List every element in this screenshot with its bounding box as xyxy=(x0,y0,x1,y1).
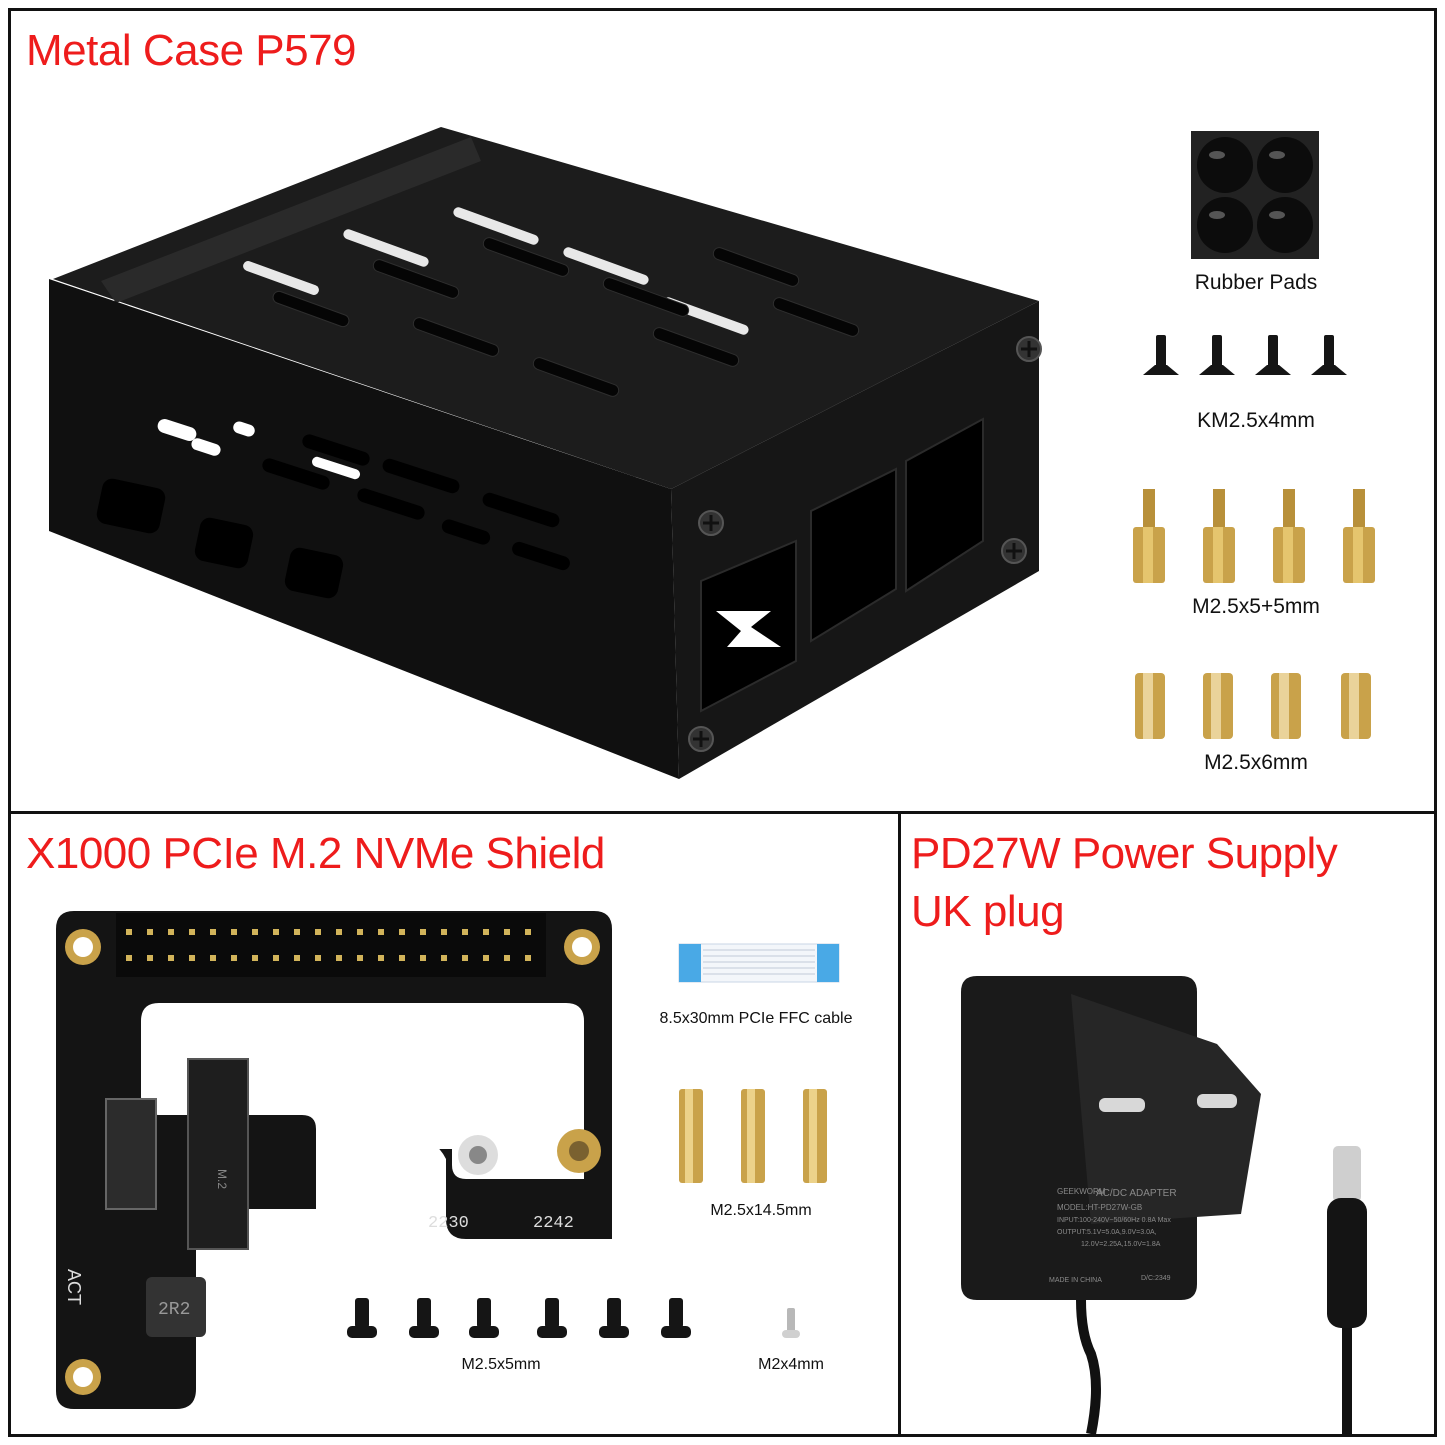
header-pin xyxy=(378,929,384,935)
m25x14-5-standoffs-image xyxy=(671,1386,672,1387)
header-pin xyxy=(294,955,300,961)
power-panel: PD27W Power Supply UK plug GEEKWORM AC/D… xyxy=(898,811,1437,1437)
header-pin xyxy=(378,955,384,961)
slot-2242-text: 2242 xyxy=(533,1214,574,1233)
m2x4-screw-image xyxy=(782,1308,800,1338)
adapter-output2-text: 12.0V=2.25A,15.0V=1.8A xyxy=(1081,1241,1161,1248)
header-pin xyxy=(147,929,153,935)
header-pin xyxy=(147,955,153,961)
svg-text:M.2: M.2 xyxy=(215,1169,229,1189)
adapter-date-text: D/C:2349 xyxy=(1141,1275,1171,1282)
metal-case-image xyxy=(49,127,1042,779)
header-pin xyxy=(525,955,531,961)
header-pin xyxy=(252,929,258,935)
header-pin xyxy=(525,929,531,935)
header-pin xyxy=(273,955,279,961)
case-title: Metal Case P579 xyxy=(26,26,357,75)
header-pin xyxy=(462,955,468,961)
header-pin xyxy=(483,955,489,961)
rubber-pads-image xyxy=(1191,131,1319,259)
km25x4-screws-image xyxy=(1143,335,1347,375)
header-pin xyxy=(126,929,132,935)
rubber-pads-label: Rubber Pads xyxy=(1194,271,1318,294)
header-pin xyxy=(189,955,195,961)
x1000-board-image: M.2 2230 2242 ACT 2R2 xyxy=(56,911,612,1409)
header-pin xyxy=(231,955,237,961)
header-pin xyxy=(504,955,510,961)
header-pin xyxy=(420,929,426,935)
case-panel: Metal Case P579 xyxy=(8,8,1437,814)
inductor-text: 2R2 xyxy=(158,1300,190,1320)
m25x5-5-standoffs-image xyxy=(1133,489,1375,583)
slot-2230-text: 2230 xyxy=(428,1214,469,1233)
m25x14-5-label: M2.5x14.5mm xyxy=(710,1202,812,1219)
header-pin xyxy=(252,955,258,961)
m25x5-5-label: M2.5x5+5mm xyxy=(1192,595,1320,618)
shield-panel: X1000 PCIe M.2 NVMe Shield M.2 2230 2242… xyxy=(8,811,901,1437)
power-title-line1: PD27W Power Supply xyxy=(911,829,1338,878)
adapter-heading-text: AC/DC ADAPTER xyxy=(1096,1188,1177,1199)
m25x6-inserts-image xyxy=(1135,673,1371,739)
header-pin xyxy=(315,929,321,935)
power-title-line2: UK plug xyxy=(911,887,1065,936)
header-pin xyxy=(315,955,321,961)
header-pin xyxy=(441,929,447,935)
header-pin xyxy=(210,955,216,961)
km25x4-label: KM2.5x4mm xyxy=(1197,409,1315,432)
header-pin xyxy=(483,929,489,935)
header-pin xyxy=(441,955,447,961)
adapter-output1-text: OUTPUT:5.1V=5.0A,9.0V=3.0A, xyxy=(1057,1229,1157,1236)
m2x4-label: M2x4mm xyxy=(758,1356,824,1373)
header-pin xyxy=(168,955,174,961)
m25x6-label: M2.5x6mm xyxy=(1204,751,1308,774)
header-pin xyxy=(504,929,510,935)
shield-title: X1000 PCIe M.2 NVMe Shield xyxy=(26,829,605,878)
ffc-cable-label: 8.5x30mm PCIe FFC cable xyxy=(659,1010,853,1027)
header-pin xyxy=(273,929,279,935)
header-pin xyxy=(189,929,195,935)
header-pin xyxy=(294,929,300,935)
m25x5-screws-image xyxy=(347,1298,691,1338)
header-pin xyxy=(336,955,342,961)
m25x5-label: M2.5x5mm xyxy=(461,1356,541,1373)
act-led-text: ACT xyxy=(64,1269,84,1305)
header-pin xyxy=(168,929,174,935)
power-adapter-image: GEEKWORM AC/DC ADAPTER MODEL:HT-PD27W-GB… xyxy=(961,976,1367,1435)
adapter-model-text: MODEL:HT-PD27W-GB xyxy=(1057,1203,1142,1212)
m25x14-5-standoffs-graphic xyxy=(679,1089,827,1183)
ffc-cable-image xyxy=(678,943,840,983)
header-pin xyxy=(462,929,468,935)
header-pin xyxy=(336,929,342,935)
header-pin xyxy=(357,929,363,935)
header-pin xyxy=(231,929,237,935)
header-pin xyxy=(126,955,132,961)
adapter-brand-text: GEEKWORM xyxy=(1057,1187,1106,1196)
header-pin xyxy=(420,955,426,961)
adapter-origin-text: MADE IN CHINA xyxy=(1049,1277,1102,1284)
header-pin xyxy=(210,929,216,935)
header-pin xyxy=(357,955,363,961)
header-pin xyxy=(399,929,405,935)
header-pin xyxy=(399,955,405,961)
adapter-input-text: INPUT:100-240V~50/60Hz 0.8A Max xyxy=(1057,1217,1171,1224)
